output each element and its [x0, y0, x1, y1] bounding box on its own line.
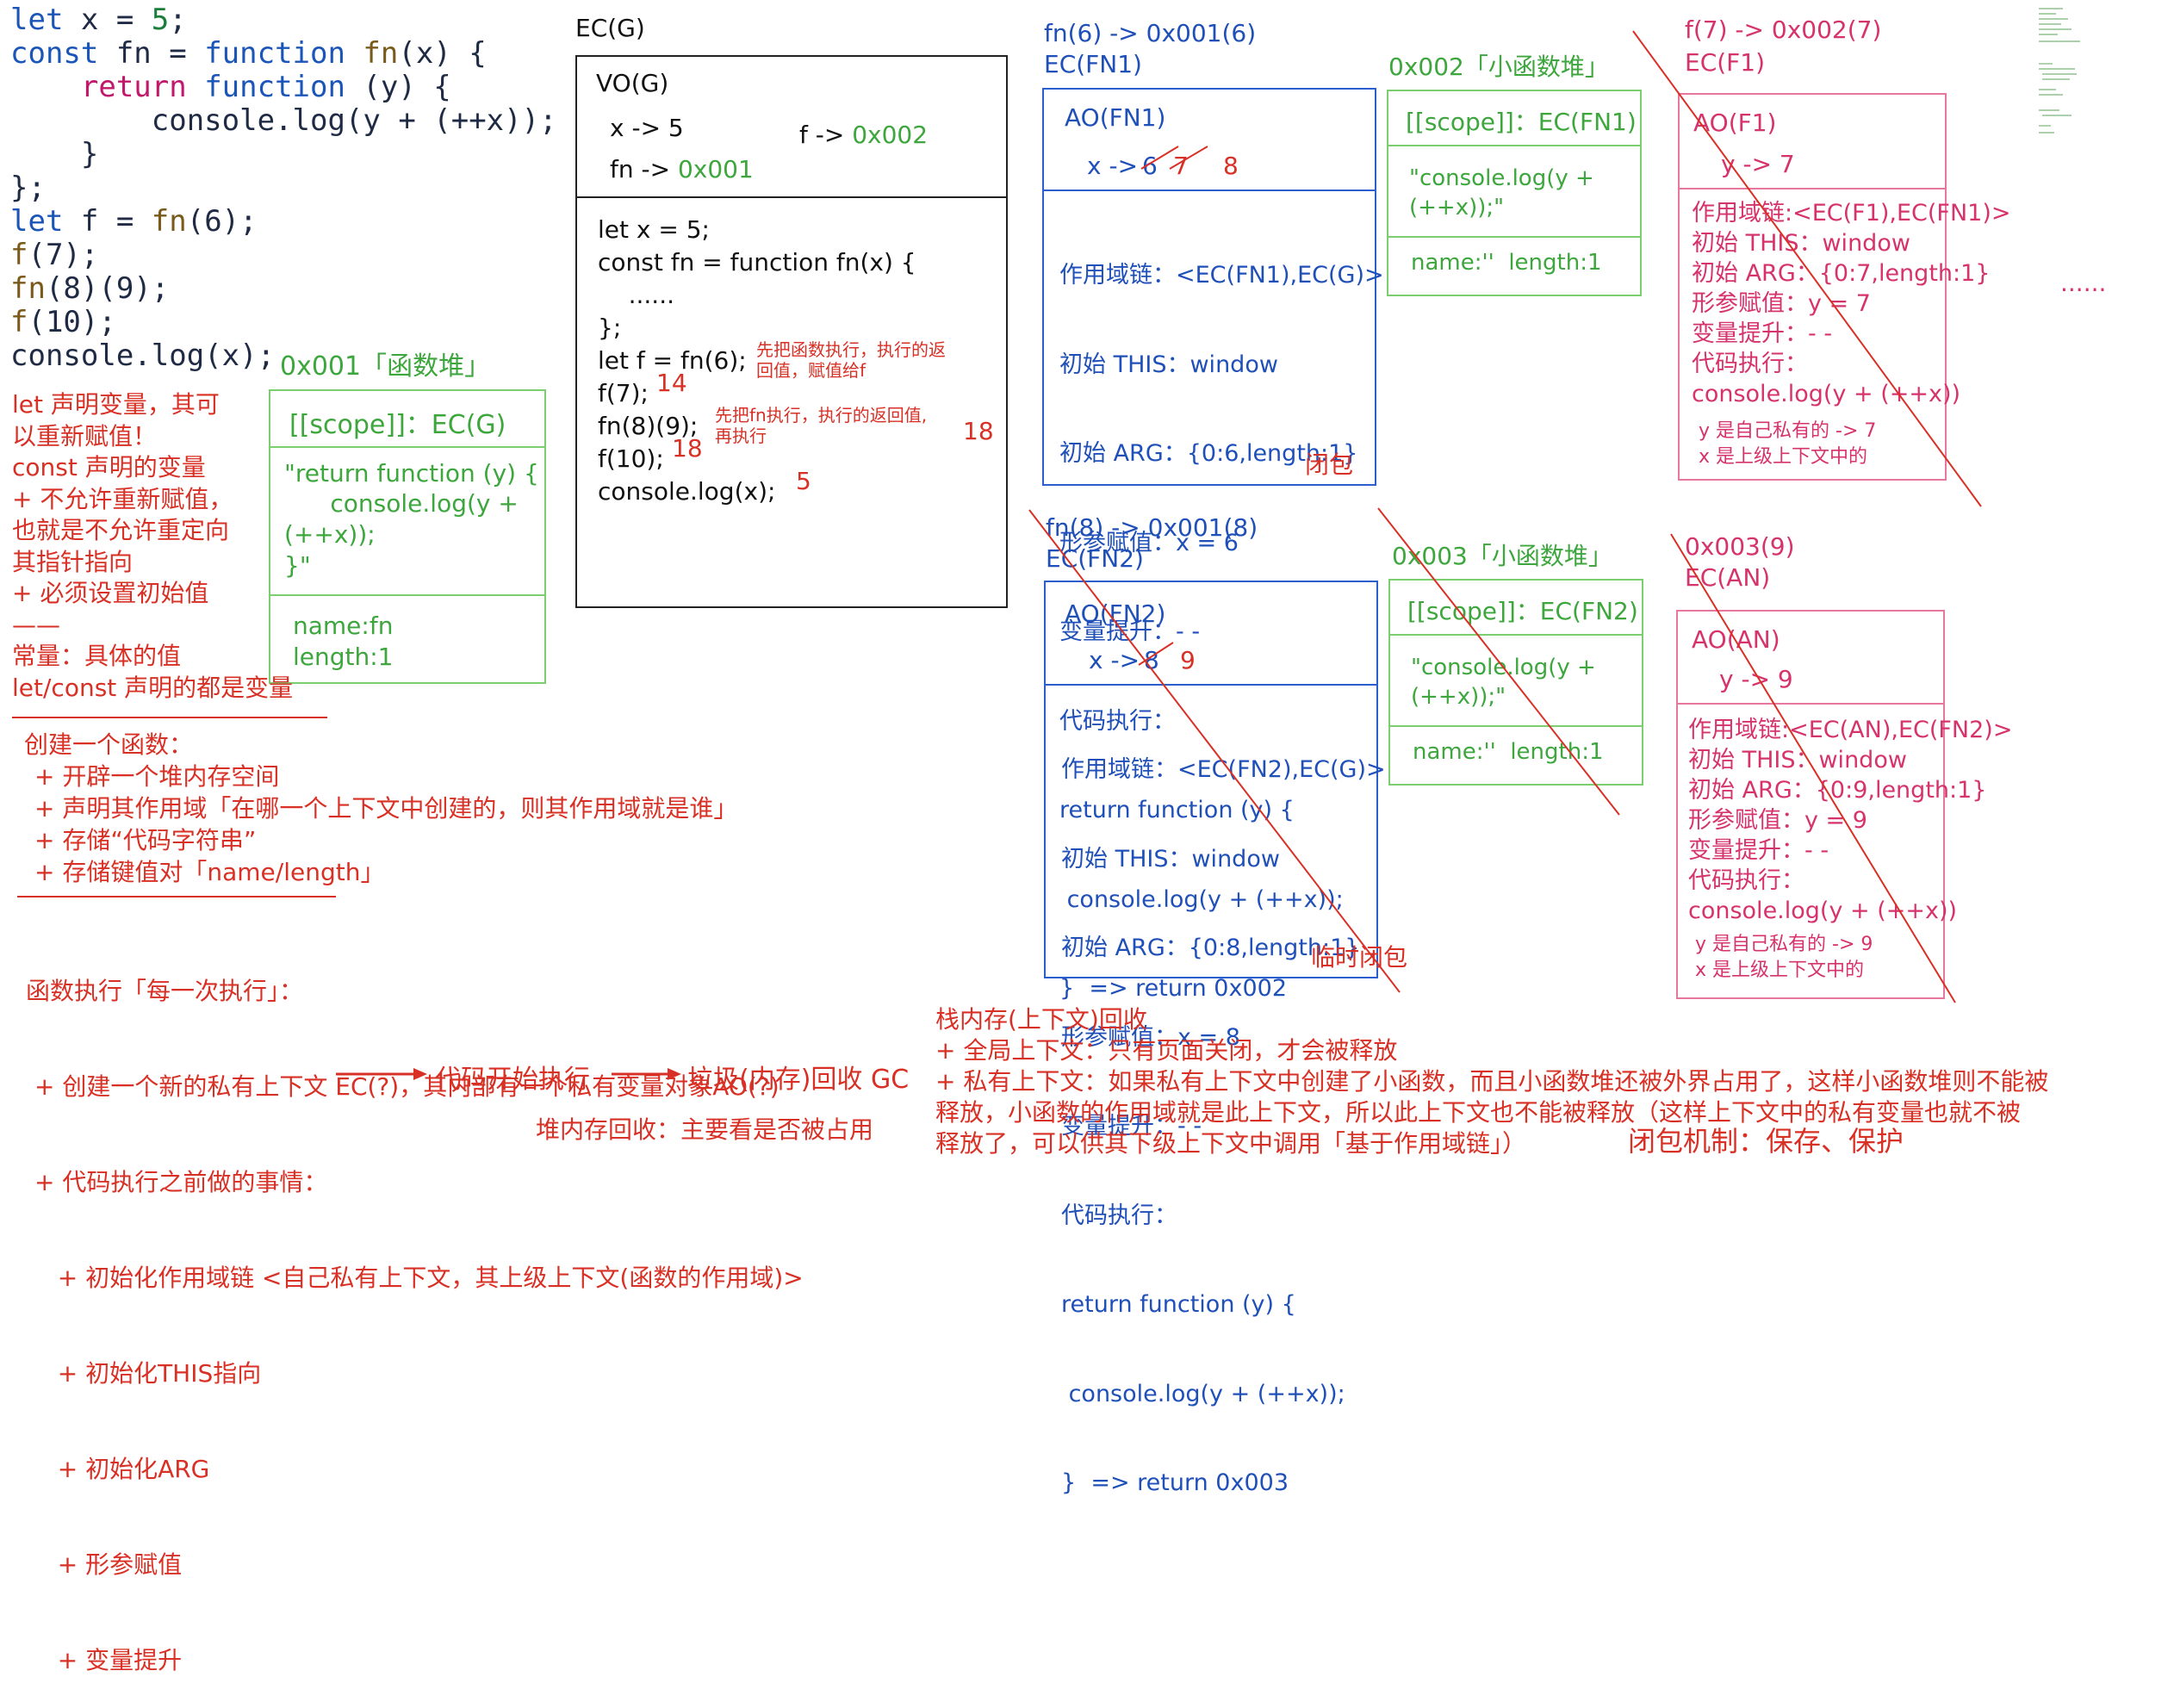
code-line-7: let f = fn(6); — [10, 204, 258, 239]
fn2-head2: EC(FN2) — [1046, 544, 1144, 573]
fn1-ao: AO(FN1) — [1065, 103, 1166, 132]
f1-ao: AO(F1) — [1693, 109, 1777, 137]
ecg-ann-f10: 18 — [672, 434, 703, 463]
fn2-closure: 临时闭包 — [1311, 943, 1408, 972]
fn2-ao: AO(FN2) — [1065, 599, 1166, 628]
heap2-title: 0x002「小函数堆」 — [1388, 53, 1609, 81]
heap1-title: 0x001「函数堆」 — [280, 351, 491, 382]
code-line-2: const fn = function fn(x) { — [10, 36, 487, 71]
heap1-scope: [[scope]]：EC(G) — [289, 410, 506, 440]
ecg-ann-f7: 14 — [656, 369, 687, 397]
flow-gc: 垃圾(内存)回收 GC — [687, 1065, 910, 1095]
ecg-vo: VO(G) — [596, 69, 669, 97]
heap3-code: "console.log(y +(++x));" — [1411, 655, 1596, 710]
heap2-box: [[scope]]：EC(FN1) "console.log(y +(++x))… — [1387, 90, 1642, 296]
ecg-f: f -> 0x002 — [799, 121, 929, 149]
divider-2 — [17, 896, 336, 897]
heap1-code-3: (++x)); — [284, 520, 376, 549]
heap3-meta: name:'' length:1 — [1413, 739, 1604, 765]
f1-head2: EC(F1) — [1685, 48, 1766, 77]
code-line-5: } — [10, 137, 99, 171]
ecg-note-2: 先把fn执行，执行的返回值,再执行 — [715, 405, 928, 446]
fn2-x: x -> — [1089, 646, 1140, 674]
heap3-scope: [[scope]]：EC(FN2) — [1407, 597, 1638, 625]
an-ao: AO(AN) — [1692, 625, 1780, 654]
heap2-code: "console.log(y +(++x));" — [1409, 165, 1594, 220]
heap1-name: name:fn — [293, 612, 394, 640]
ecg-box: VO(G) x -> 5 f -> 0x002 fn -> 0x001 let … — [575, 55, 1008, 608]
heap1-code-4: }" — [284, 551, 311, 580]
ecg-ann-fn89: 18 — [963, 417, 994, 445]
fn1-x-val-2: 7 — [1173, 152, 1189, 180]
flow-arrows — [336, 1068, 681, 1080]
heap3-title: 0x003「小函数堆」 — [1392, 542, 1612, 570]
ecg-note-1: 先把函数执行，执行的返回值，赋值给f — [756, 339, 946, 381]
f1-box: AO(F1) y -> 7 作用域链:<EC(F1),EC(FN1)> 初始 T… — [1678, 93, 2011, 481]
f1-lines: 作用域链:<EC(F1),EC(FN1)> 初始 THIS：window 初始 … — [1692, 200, 2011, 407]
fn1-box: AO(FN1) x -> 6 7 8 作用域链：<EC(FN1),EC(G)> … — [1042, 88, 1384, 1002]
ecg-x: x -> 5 — [610, 114, 684, 142]
fn2-box: AO(FN2) x -> 8 9 作用域链：<EC(FN2),EC(G)> 初始… — [1044, 581, 1386, 1496]
heap-gc-note: 堆内存回收：主要看是否被占用 — [536, 1115, 874, 1144]
code-line-3: return function (y) { — [80, 70, 451, 104]
create-fn-notes: 创建一个函数： + 开辟一个堆内存空间 + 声明其作用域「在哪一个上下文中创建的… — [24, 730, 738, 886]
an-head2: EC(AN) — [1685, 563, 1771, 592]
an-y: y -> 9 — [1719, 665, 1793, 693]
arrow-head-2 — [668, 1068, 681, 1080]
fn2-x-val-2: 9 — [1180, 646, 1196, 674]
heap2-meta: name:'' length:1 — [1411, 250, 1602, 276]
ecg-fn: fn -> 0x001 — [610, 155, 754, 183]
ecg-code: let x = 5; const fn = function fn(x) { .… — [598, 215, 916, 506]
f1-y: y -> 7 — [1721, 150, 1795, 178]
code-line-1: let x = 5; — [10, 3, 187, 37]
fn2-x-val-1: 8 — [1144, 646, 1159, 674]
code-line-10: f(10); — [10, 305, 116, 339]
minimap[interactable] — [2037, 3, 2089, 141]
f1-dots: ...... — [2060, 269, 2107, 297]
ecg-ann-log: 5 — [796, 467, 811, 495]
stack-gc-notes: 栈内存(上下文)回收 + 全局上下文：只有页面关闭，才会被释放 + 私有上下文：… — [935, 1005, 2049, 1158]
fn1-head2: EC(FN1) — [1044, 50, 1142, 78]
heap1-code-2: console.log(y + — [284, 489, 519, 518]
heap3-box: [[scope]]：EC(FN2) "console.log(y +(++x))… — [1388, 579, 1643, 786]
fn2-head1: fn(8) -> 0x001(8) — [1046, 513, 1258, 542]
code-line-9: fn(8)(9); — [10, 271, 170, 306]
minimap-lines — [2039, 8, 2080, 134]
fn1-x-val-3: 8 — [1223, 152, 1239, 180]
arrow-head-1 — [413, 1068, 427, 1080]
an-lines: 作用域链:<EC(AN),EC(FN2)> 初始 THIS：window 初始 … — [1688, 717, 2013, 924]
heap2-scope: [[scope]]：EC(FN1) — [1406, 108, 1637, 136]
let-const-notes: let 声明变量，其可 以重新赋值！ const 声明的变量 + 不允许重新赋值… — [12, 390, 294, 702]
flow-code-exec: 代码开始执行 — [435, 1065, 590, 1095]
code-line-8: f(7); — [10, 238, 99, 272]
an-head1: 0x003(9) — [1685, 532, 1795, 561]
fn1-x-val-1: 6 — [1142, 152, 1158, 180]
heap1-box: [[scope]]：EC(G) "return function (y) { c… — [269, 389, 546, 684]
divider-1 — [12, 717, 327, 718]
heap1-code-1: "return function (y) { — [284, 459, 539, 488]
code-line-6: }; — [10, 171, 46, 205]
f1-head1: f(7) -> 0x002(7) — [1685, 16, 1882, 44]
fn1-x: x -> — [1087, 152, 1139, 180]
code-line-11: console.log(x); — [10, 338, 276, 373]
closure-mechanism: 闭包机制：保存、保护 — [1628, 1125, 1904, 1158]
fn1-closure: 闭包 — [1305, 450, 1354, 479]
code-line-4: console.log(y + (++x)); — [10, 103, 557, 138]
an-box: AO(AN) y -> 9 作用域链:<EC(AN),EC(FN2)> 初始 T… — [1676, 610, 2012, 999]
exec-fn-notes: 函数执行「每一次执行」： + 创建一个新的私有上下文 EC(?)，其内部有一个私… — [26, 977, 804, 1674]
ecg-title: EC(G) — [575, 14, 645, 42]
heap1-length: length:1 — [293, 643, 394, 671]
fn1-head1: fn(6) -> 0x001(6) — [1044, 19, 1257, 47]
